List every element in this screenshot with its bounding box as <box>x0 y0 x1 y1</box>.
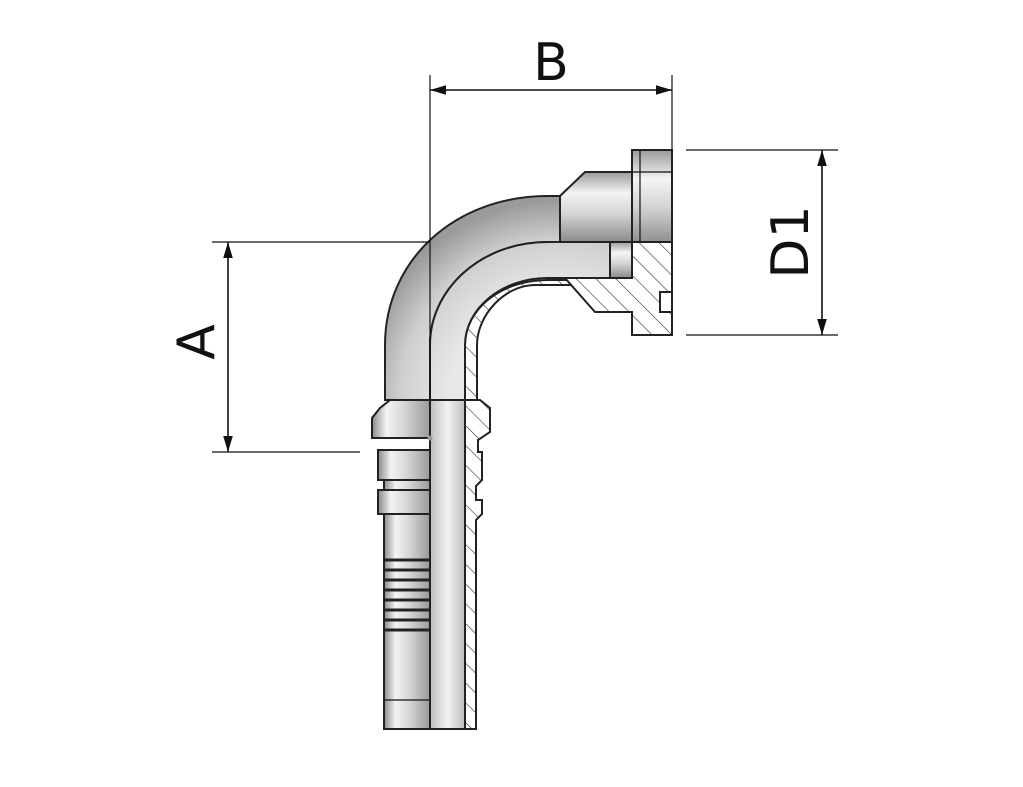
collar <box>371 399 431 439</box>
dimension-d1: D1 <box>686 149 838 336</box>
dimension-b: B <box>429 33 673 400</box>
shank-groove <box>383 479 431 491</box>
dimension-a: A <box>167 241 430 453</box>
shank-bore <box>429 399 466 730</box>
shank-section-wall <box>464 399 491 730</box>
flange-head <box>631 149 673 246</box>
flange-neck <box>559 171 636 243</box>
shank-upper-2 <box>377 489 431 515</box>
center-mark <box>427 435 433 441</box>
dimension-a-label: A <box>167 324 227 360</box>
fitting-body <box>371 149 673 730</box>
barb-rings <box>384 558 430 632</box>
shank-upper <box>377 449 431 481</box>
section-view <box>429 241 673 730</box>
dimension-b-label: B <box>533 33 569 93</box>
dimension-d1-label: D1 <box>761 205 821 278</box>
